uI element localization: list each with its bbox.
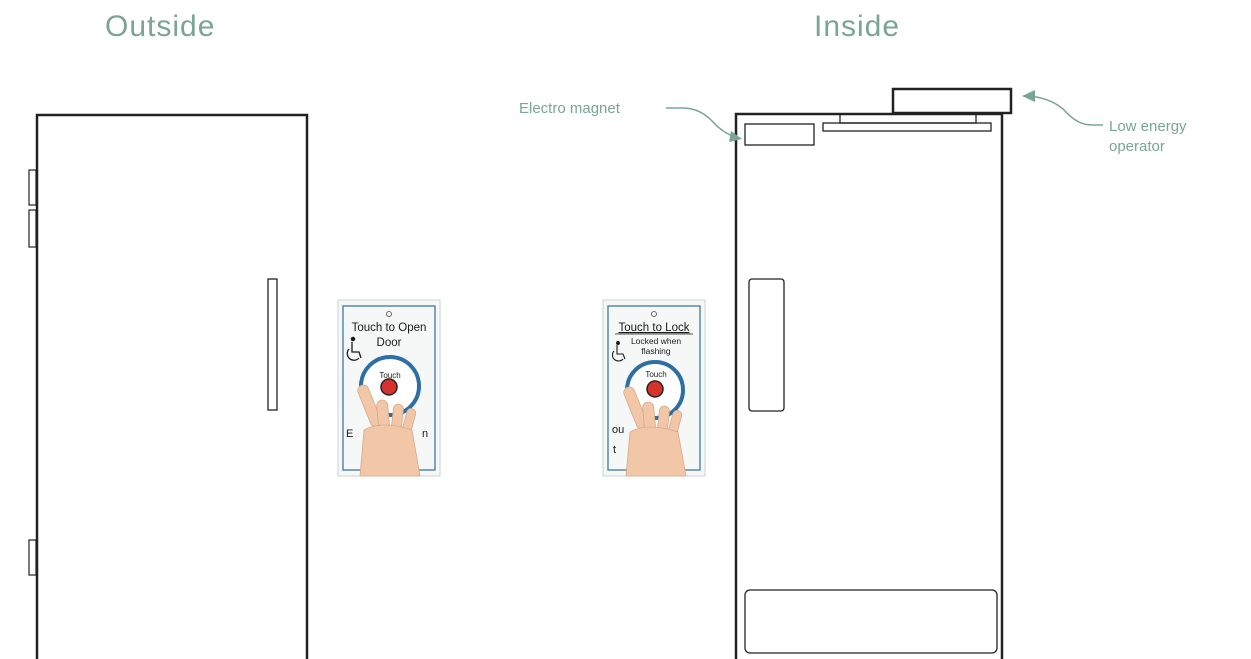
inside-door-pull	[749, 279, 784, 411]
inside-button-label: Touch	[645, 370, 666, 379]
outside-panel-bottom-fragment-2: n	[422, 428, 428, 440]
inside-door	[736, 89, 1011, 659]
outside-door-handle	[268, 279, 277, 410]
outside-door	[29, 115, 307, 659]
inside-button-red	[647, 381, 663, 397]
operator-arrowhead	[1022, 90, 1035, 102]
electro-magnet	[745, 124, 814, 145]
inside-panel-title: Touch to Lock	[619, 322, 690, 334]
operator-track	[840, 114, 976, 123]
outside-door-frame	[37, 115, 307, 659]
operator-leader	[1030, 96, 1103, 125]
outside-hinge-top-2	[29, 210, 36, 247]
outside-button-red	[381, 379, 397, 395]
outside-hinge-bottom	[29, 540, 36, 575]
inside-panel-bottom-fragment: t	[613, 444, 616, 456]
outside-hinge-top-1	[29, 170, 36, 205]
inside-panel-bottom-fragment-2: ou	[612, 424, 624, 436]
inside-panel-subtitle-2: flashing	[641, 346, 671, 356]
kick-plate	[745, 590, 997, 653]
outside-panel-bottom-fragment: E	[346, 428, 353, 440]
outside-panel-title-2: Door	[377, 337, 402, 349]
operator-arm	[823, 123, 991, 131]
low-energy-operator	[893, 89, 1011, 113]
inside-touch-panel: Touch to Lock Locked when flashing Touch…	[603, 300, 705, 476]
callout-arrows	[666, 90, 1103, 142]
electro-magnet-leader	[666, 108, 738, 138]
outside-touch-panel: Touch to Open Door Touch E n	[338, 300, 440, 476]
inside-door-frame	[736, 114, 1002, 659]
outside-panel-title-1: Touch to Open	[352, 322, 427, 334]
inside-panel-subtitle-1: Locked when	[631, 336, 681, 346]
